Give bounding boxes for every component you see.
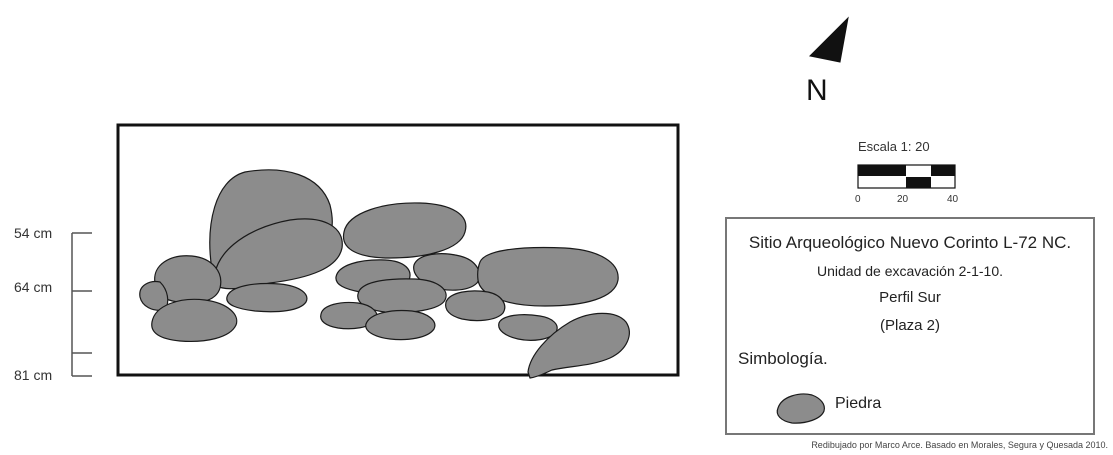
stone bbox=[226, 282, 308, 313]
scale-bar bbox=[857, 164, 956, 189]
plaza-label: (Plaza 2) bbox=[879, 317, 941, 334]
scale-tick-0: 0 bbox=[855, 194, 861, 205]
north-letter: N bbox=[806, 74, 828, 107]
scale-bar-segment bbox=[858, 165, 906, 176]
stone bbox=[365, 309, 436, 341]
scale-bar-segment bbox=[931, 165, 955, 176]
scale-bar-segment bbox=[906, 177, 931, 188]
stone bbox=[477, 246, 619, 307]
depth-scale bbox=[71, 232, 92, 377]
scale-bar-title: Escala 1: 20 bbox=[858, 139, 930, 154]
stone bbox=[342, 202, 467, 259]
stone bbox=[151, 298, 238, 343]
stone bbox=[498, 314, 558, 341]
scale-tick-40: 40 bbox=[947, 194, 959, 205]
profile-frame bbox=[116, 123, 680, 377]
legend-label-piedra: Piedra bbox=[835, 395, 882, 412]
credit-line: Redibujado por Marco Arce. Basado en Mor… bbox=[811, 440, 1108, 450]
scale-tick-20: 20 bbox=[897, 194, 909, 205]
stone bbox=[527, 312, 630, 379]
north-arrow-icon bbox=[808, 16, 849, 63]
legend-heading: Simbología. bbox=[738, 349, 828, 368]
title-block: Sitio Arqueológico Nuevo Corinto L-72 NC… bbox=[725, 217, 1095, 435]
depth-label-81: 81 cm bbox=[14, 367, 53, 383]
stones-group bbox=[139, 169, 630, 379]
depth-label-54: 54 cm bbox=[14, 225, 53, 241]
profile-name: Perfil Sur bbox=[879, 289, 941, 306]
stone bbox=[445, 290, 506, 322]
depth-label-64: 64 cm bbox=[14, 279, 53, 295]
site-name: Sitio Arqueológico Nuevo Corinto L-72 NC… bbox=[748, 233, 1072, 252]
stone-symbol-icon bbox=[776, 393, 825, 424]
stone bbox=[139, 280, 169, 311]
excavation-unit: Unidad de excavación 2-1-10. bbox=[816, 263, 1003, 279]
